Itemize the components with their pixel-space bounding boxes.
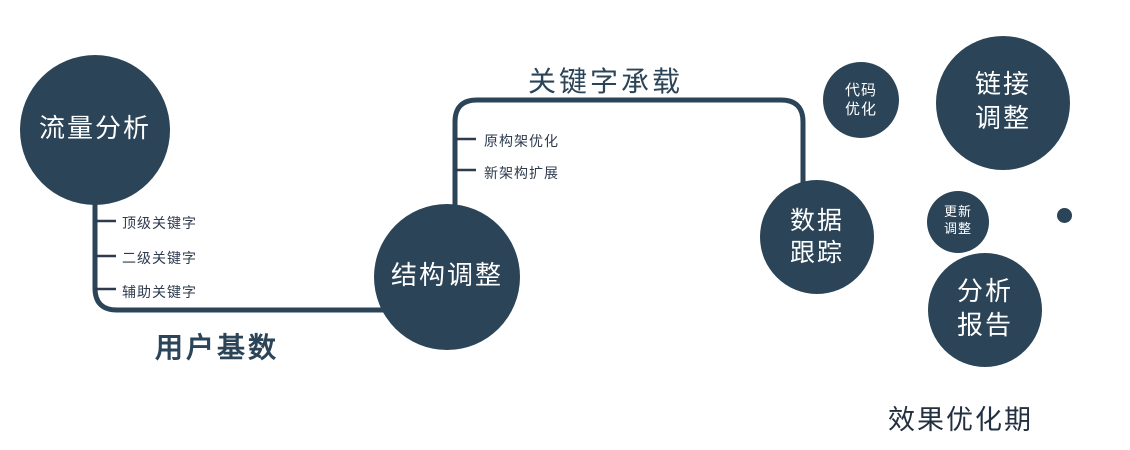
branch-top-keyword: 顶级关键字 (122, 216, 197, 232)
node-data-tracking-line1: 数据 (789, 205, 844, 235)
node-code-optimization: 代码 优化 (823, 62, 899, 138)
node-update-adjustment-line2: 调整 (943, 222, 972, 237)
node-traffic-analysis-label: 流量分析 (38, 114, 151, 145)
branch-new-architecture: 新架构扩展 (484, 166, 559, 182)
node-structure-adjustment-label: 结构调整 (390, 261, 503, 292)
edge-label-keyword-carry: 关键字承载 (528, 65, 684, 98)
node-link-adjustment-line1: 链接 (974, 70, 1031, 101)
node-data-tracking-line2: 跟踪 (789, 238, 844, 267)
node-analysis-report: 分析 报告 (928, 253, 1042, 367)
branch-orig-architecture: 原构架优化 (484, 134, 559, 150)
caption-effect-optimization-period: 效果优化期 (888, 405, 1033, 436)
branch-aux-keyword: 辅助关键字 (122, 285, 197, 301)
node-update-adjustment-line1: 更新 (943, 205, 972, 221)
branch-ticks (95, 137, 476, 291)
node-data-tracking: 数据 跟踪 (760, 180, 874, 294)
node-analysis-report-line2: 报告 (956, 311, 1013, 341)
node-link-adjustment-line2: 调整 (974, 104, 1031, 134)
node-code-optimization-line1: 代码 (844, 80, 877, 99)
node-structure-adjustment: 结构调整 (374, 204, 520, 350)
node-traffic-analysis: 流量分析 (20, 55, 170, 205)
node-code-optimization-line2: 优化 (844, 100, 877, 118)
node-link-adjustment: 链接 调整 (936, 36, 1070, 170)
node-analysis-report-line1: 分析 (956, 277, 1013, 308)
small-dot-marker (1057, 208, 1072, 223)
edge-structure-to-tracking (452, 97, 806, 215)
branch-second-keyword: 二级关键字 (122, 251, 197, 267)
edge-label-user-base: 用户基数 (155, 331, 280, 364)
node-update-adjustment: 更新 调整 (927, 191, 989, 253)
